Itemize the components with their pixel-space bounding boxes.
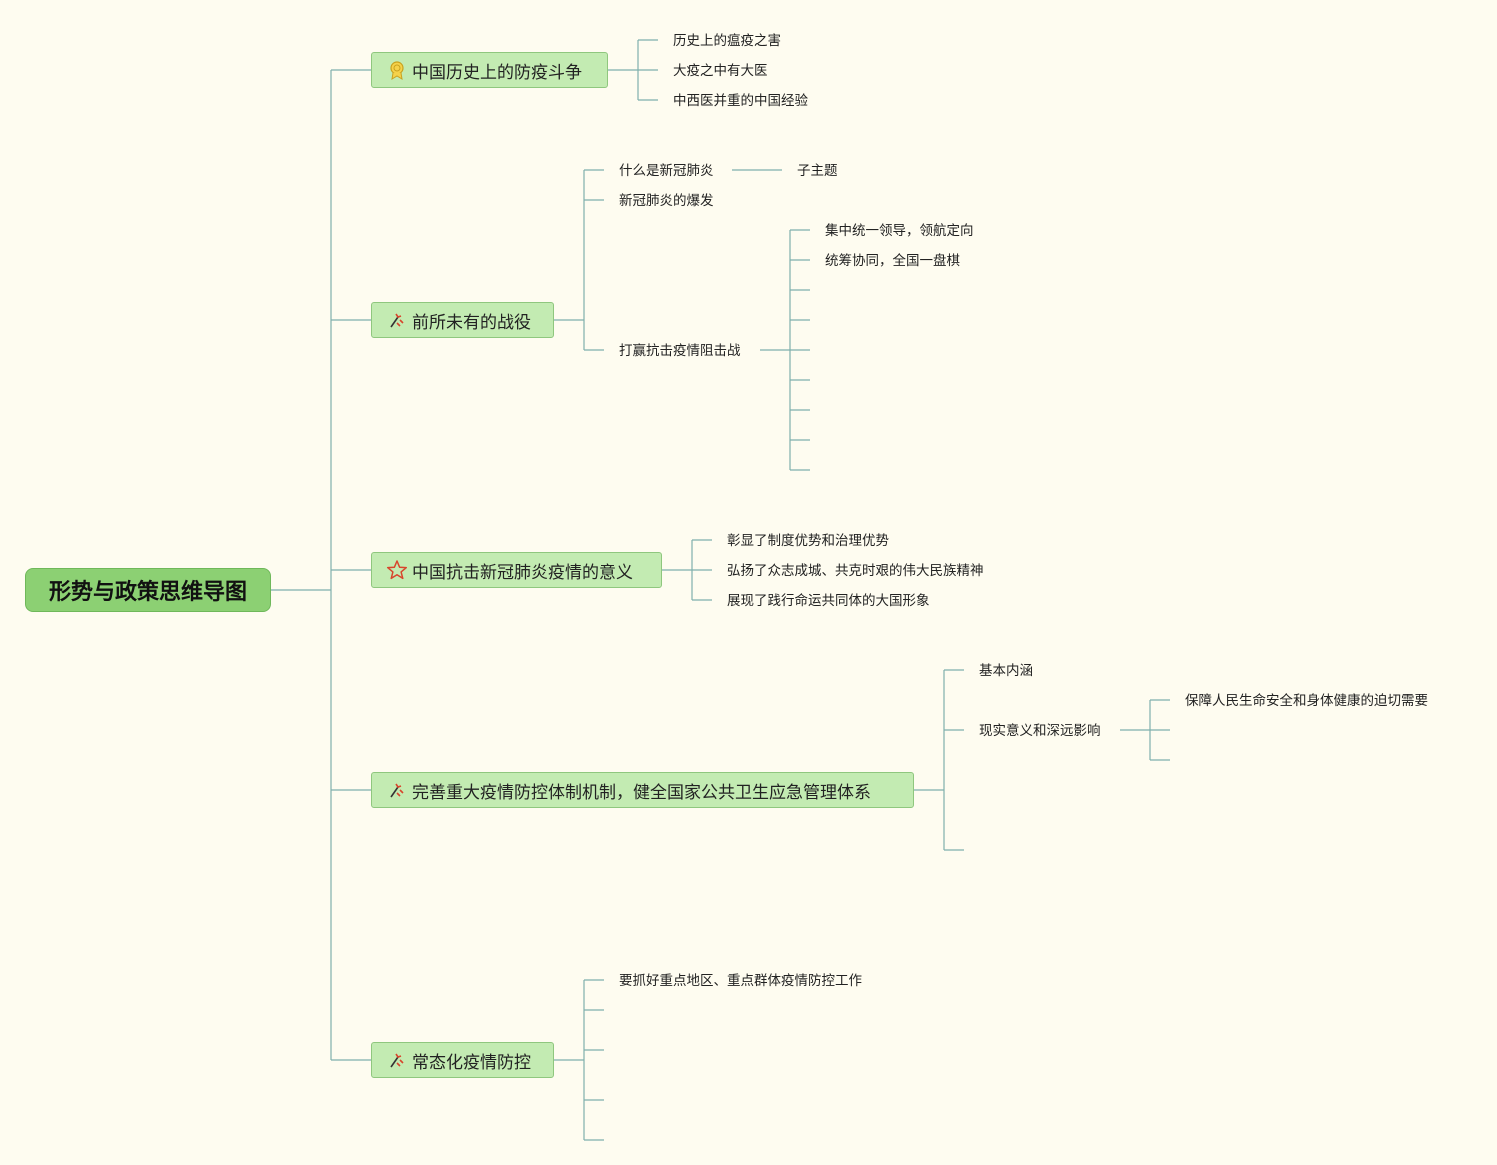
leaf-battle-1[interactable]: 什么是新冠肺炎 <box>619 163 714 179</box>
leaf-significance-1[interactable]: 彰显了制度优势和治理优势 <box>727 533 889 549</box>
topic-normalized[interactable]: 常态化疫情防控 <box>371 1042 554 1078</box>
leaf-subtopic[interactable]: 子主题 <box>797 163 838 179</box>
leaf-normalized-1[interactable]: 要抓好重点地区、重点群体疫情防控工作 <box>619 973 862 989</box>
leaf-battle-3[interactable]: 打赢抗击疫情阻击战 <box>619 343 741 359</box>
leaf-history-3[interactable]: 中西医并重的中国经验 <box>673 93 808 109</box>
topic-significance[interactable]: 中国抗击新冠肺炎疫情的意义 <box>371 552 662 588</box>
topic-history[interactable]: 中国历史上的防疫斗争 <box>371 52 608 88</box>
task-flag-icon <box>386 309 408 331</box>
topic-mechanism[interactable]: 完善重大疫情防控体制机制，健全国家公共卫生应急管理体系 <box>371 772 914 808</box>
leaf-battle-3-1[interactable]: 集中统一领导，领航定向 <box>825 223 974 239</box>
star-icon <box>386 559 408 581</box>
leaf-significance-2[interactable]: 弘扬了众志成城、共克时艰的伟大民族精神 <box>727 563 984 579</box>
leaf-history-2[interactable]: 大疫之中有大医 <box>673 63 768 79</box>
leaf-battle-3-2[interactable]: 统筹协同，全国一盘棋 <box>825 253 960 269</box>
leaf-mechanism-2-1[interactable]: 保障人民生命安全和身体健康的迫切需要 <box>1185 693 1428 709</box>
leaf-significance-3[interactable]: 展现了践行命运共同体的大国形象 <box>727 593 930 609</box>
topic-battle[interactable]: 前所未有的战役 <box>371 302 554 338</box>
leaf-battle-2[interactable]: 新冠肺炎的爆发 <box>619 193 714 209</box>
leaf-mechanism-2[interactable]: 现实意义和深远影响 <box>979 723 1101 739</box>
leaf-mechanism-1[interactable]: 基本内涵 <box>979 663 1033 679</box>
award-medal-icon <box>386 59 408 81</box>
task-flag-icon <box>386 1049 408 1071</box>
task-flag-icon <box>386 779 408 801</box>
leaf-history-1[interactable]: 历史上的瘟疫之害 <box>673 33 781 49</box>
root-topic[interactable]: 形势与政策思维导图 <box>25 568 271 612</box>
